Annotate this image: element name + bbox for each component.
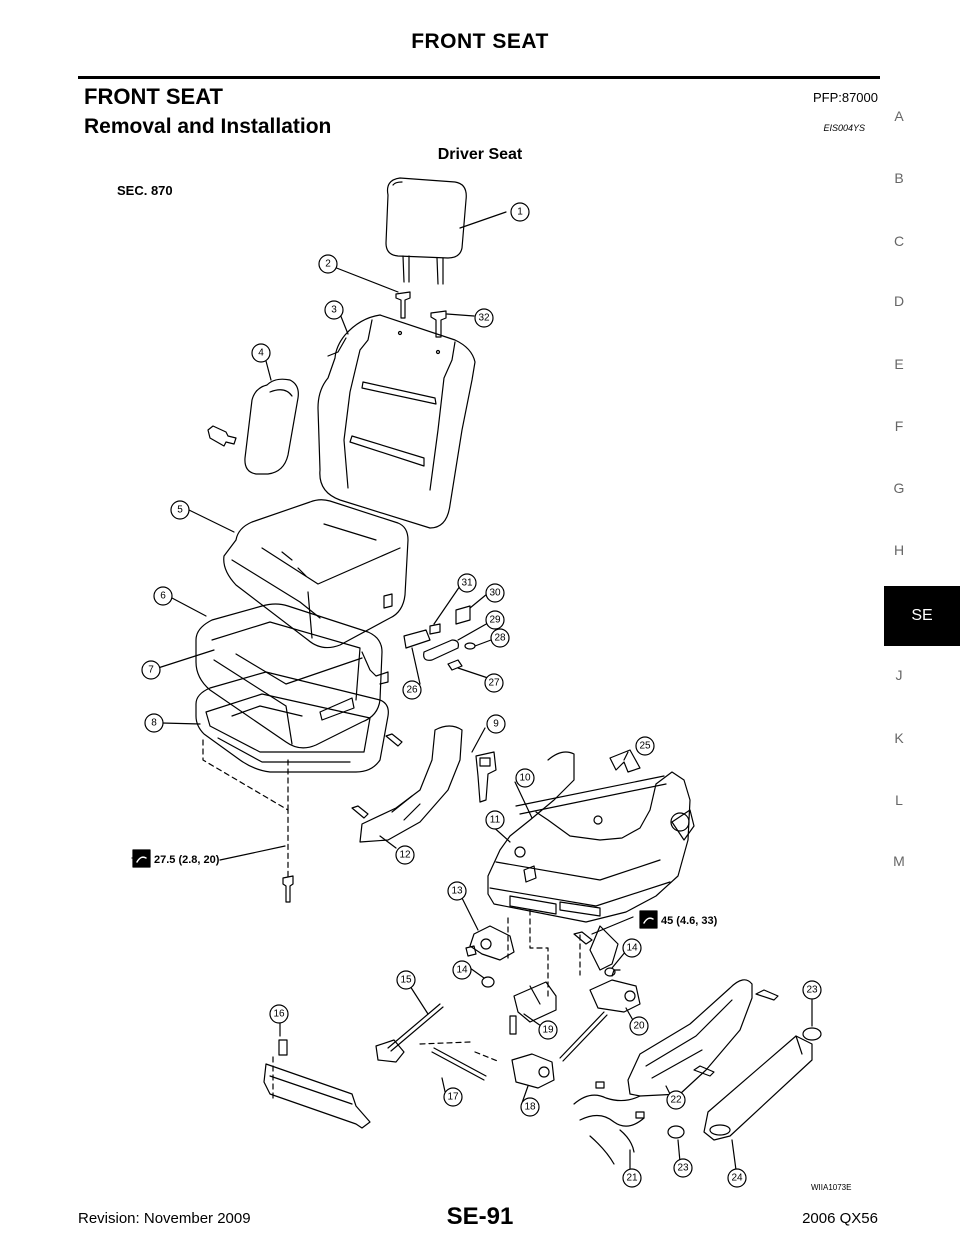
callout-18: 18: [524, 1102, 536, 1113]
bracket-19: [513, 981, 557, 1023]
bushing: [481, 967, 616, 988]
torque-value-1: 27.5 (2.8, 20): [154, 854, 220, 866]
callout-8: 8: [151, 718, 157, 729]
callout-23b: 23: [677, 1163, 689, 1174]
index-tab-h[interactable]: H: [893, 542, 905, 558]
callout-14a: 14: [626, 943, 638, 954]
callout-4: 4: [258, 348, 264, 359]
callout-5: 5: [177, 505, 183, 516]
callout-12: 12: [399, 850, 411, 861]
motor-slide: [511, 1053, 555, 1089]
callout-2: 2: [325, 259, 331, 270]
caps: [667, 1027, 822, 1139]
index-tab-l[interactable]: L: [895, 792, 903, 808]
footer-page-number: SE-91: [446, 1203, 514, 1230]
bolts: [278, 733, 779, 1077]
switch-parts: [403, 605, 476, 671]
inner-trim-shield: [359, 725, 463, 843]
callout-numbers: 1 2 3 4 5 6 7 8 9 10 11 12 13 14 14 15 1…: [148, 207, 818, 1184]
sec-label: SEC. 870: [117, 183, 173, 198]
part-code: PFP:87000: [812, 90, 878, 105]
callout-11: 11: [490, 815, 501, 826]
callout-23a: 23: [806, 985, 818, 996]
index-tab-e[interactable]: E: [894, 356, 904, 372]
cushion-base: [195, 671, 389, 773]
index-tab-b[interactable]: B: [894, 170, 904, 186]
callout-15: 15: [400, 975, 412, 986]
index-tab-d[interactable]: D: [893, 293, 905, 309]
subsection-title: Removal and Installation: [84, 115, 332, 138]
leader-lines: [131, 211, 813, 1173]
callout-30: 30: [489, 588, 501, 599]
figure-code: WIIA1073E: [811, 1183, 851, 1192]
index-tab-g[interactable]: G: [893, 480, 905, 496]
callout-13: 13: [451, 886, 463, 897]
trim-strip: [263, 1063, 371, 1129]
wire-harness: [573, 1081, 645, 1165]
callout-6: 6: [160, 591, 166, 602]
footer-revision: Revision: November 2009: [78, 1210, 251, 1227]
callout-10: 10: [519, 773, 531, 784]
index-tab-a[interactable]: A: [894, 108, 904, 124]
bracket-part: [609, 749, 641, 773]
subsection-code: EIS004YS: [823, 123, 865, 133]
section-title: FRONT SEAT: [84, 84, 223, 109]
callout-20: 20: [633, 1021, 645, 1032]
callout-21: 21: [626, 1173, 638, 1184]
callout-circles: [141, 202, 822, 1188]
figure-title: Driver Seat: [437, 146, 523, 163]
callout-32: 32: [478, 313, 490, 324]
side-cover: [627, 979, 753, 1097]
motor-rear: [589, 969, 641, 1013]
seatback-part: [317, 314, 476, 529]
seat-cushion-frame: [195, 603, 389, 749]
index-tab-f[interactable]: F: [894, 418, 904, 434]
lower-cover: [703, 1035, 813, 1141]
headrest-part: [385, 177, 467, 285]
callout-25: 25: [639, 741, 651, 752]
callout-29: 29: [489, 615, 501, 626]
torque-value-2: 45 (4.6, 33): [661, 915, 718, 927]
seatbelt-buckle: [475, 751, 497, 803]
index-tab-se-active[interactable]: SE: [884, 586, 960, 646]
spindle-15: [375, 1039, 405, 1063]
index-tab-m[interactable]: M: [893, 853, 905, 869]
armrest-part: [207, 378, 299, 475]
callout-24: 24: [731, 1173, 743, 1184]
index-tab-k[interactable]: K: [894, 730, 904, 746]
footer-model: 2006 QX56: [802, 1210, 878, 1227]
mount-dashed-lines: [202, 739, 581, 1101]
callout-7: 7: [148, 665, 154, 676]
torque-wrench-icon: [132, 849, 151, 868]
callout-31: 31: [461, 578, 473, 589]
header-rule: [78, 76, 880, 79]
seat-cushion-pad: [223, 499, 409, 649]
callout-19: 19: [542, 1025, 554, 1036]
callout-26: 26: [406, 685, 418, 696]
index-tab-j[interactable]: J: [895, 667, 903, 683]
seat-frame: [487, 751, 695, 971]
flex-cables: [387, 1003, 608, 1081]
callout-17: 17: [447, 1092, 459, 1103]
headrest-guides: [395, 291, 447, 338]
torque-wrench-icon: [639, 910, 658, 929]
callout-9: 9: [493, 719, 499, 730]
callout-28: 28: [494, 633, 506, 644]
callout-3: 3: [331, 305, 337, 316]
callout-27: 27: [488, 678, 500, 689]
callout-16: 16: [273, 1009, 285, 1020]
motor-front: [465, 925, 515, 961]
callout-14b: 14: [456, 965, 468, 976]
page-header-title: FRONT SEAT: [411, 30, 549, 53]
callout-1: 1: [517, 207, 523, 218]
index-tab-c[interactable]: C: [893, 233, 905, 249]
callout-22: 22: [670, 1095, 682, 1106]
